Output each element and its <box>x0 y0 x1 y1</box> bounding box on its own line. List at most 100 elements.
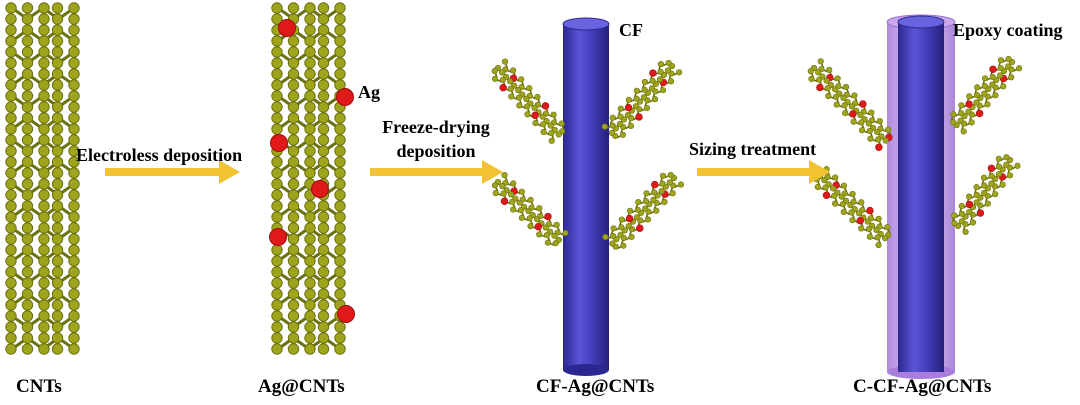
cf-label: CF <box>619 20 643 40</box>
silver-particle <box>859 100 867 108</box>
carbon-atom <box>526 215 533 222</box>
carbon-atom <box>829 185 837 192</box>
carbon-atom <box>38 35 50 47</box>
carbon-atom <box>21 134 34 146</box>
carbon-atom <box>5 156 17 168</box>
carbon-atom <box>951 212 958 219</box>
caption-cnts: CNTs <box>16 376 62 397</box>
carbon-atom <box>68 57 80 69</box>
carbon-atom <box>68 46 80 58</box>
carbon-atom <box>848 209 855 216</box>
carbon-atom <box>287 321 300 333</box>
carbon-atom <box>634 206 641 213</box>
carbon-atom <box>498 69 506 76</box>
carbon-atom <box>317 255 330 267</box>
silver-particle <box>270 134 288 152</box>
carbon-atom <box>608 129 615 137</box>
silver-particle <box>337 305 355 323</box>
carbon-atom <box>287 288 300 300</box>
silver-particle <box>849 110 857 118</box>
carbon-atom <box>617 113 624 120</box>
carbon-atom <box>816 76 823 83</box>
carbon-atom <box>988 180 995 187</box>
carbon-atom <box>510 67 517 74</box>
carbon-atom <box>51 24 64 36</box>
carbon-atom <box>509 198 516 205</box>
carbon-atom <box>317 343 330 355</box>
carbon-atom <box>5 90 17 102</box>
carbon-atom <box>68 321 80 333</box>
carbon-atom <box>287 299 300 311</box>
carbon-atom <box>334 233 346 245</box>
carbon-atom <box>540 128 547 136</box>
carbon-atom <box>317 233 330 245</box>
carbon-atom <box>525 207 532 215</box>
carbon-atom <box>51 156 64 168</box>
carbon-atom <box>551 232 558 239</box>
carbon-atom <box>68 266 80 278</box>
carbon-atom <box>997 57 1005 64</box>
carbon-atom <box>865 225 873 233</box>
caption-cf-ag-cnts: CF-Ag@CNTs <box>536 376 655 397</box>
carbon-atom <box>675 69 683 76</box>
carbon-atom <box>499 76 506 83</box>
carbon-atom <box>625 96 632 103</box>
carbon-atom <box>543 231 551 239</box>
carbon-atom <box>651 96 659 103</box>
carbon-atom <box>287 222 300 234</box>
carbon-atom <box>950 119 957 126</box>
carbon-atom <box>304 233 316 245</box>
carbon-atom <box>51 200 64 212</box>
carbon-atom <box>821 177 828 184</box>
carbon-atom <box>51 343 64 355</box>
carbon-atom <box>334 277 346 289</box>
carbon-atom <box>832 93 840 100</box>
carbon-atom <box>858 225 865 232</box>
carbon-atom <box>334 145 346 157</box>
carbon-atom <box>68 211 80 223</box>
carbon-atom <box>548 129 555 137</box>
carbon-atom <box>518 188 526 195</box>
carbon-atom <box>304 310 316 322</box>
silver-particle <box>965 200 974 209</box>
carbon-atom <box>619 131 627 138</box>
carbon-atom <box>831 86 839 93</box>
carbon-atom <box>271 90 283 102</box>
carbon-atom <box>304 255 316 267</box>
carbon-atom <box>617 105 624 112</box>
carbon-atom <box>516 102 523 109</box>
carbon-atom <box>334 332 346 344</box>
carbon-atom <box>334 222 346 234</box>
carbon-atom <box>317 90 330 102</box>
carbon-atom <box>5 46 17 58</box>
carbon-atom <box>5 2 17 14</box>
carbon-atom <box>21 299 34 311</box>
carbon-atom <box>669 190 676 197</box>
carbon-atom <box>38 321 50 333</box>
carbon-atom <box>317 321 330 333</box>
carbon-atom <box>601 123 608 130</box>
carbon-atom <box>876 118 883 125</box>
carbon-atom <box>38 189 50 201</box>
carbon-atom <box>957 117 964 124</box>
silver-particle <box>866 206 874 215</box>
carbon-atom <box>21 244 34 256</box>
carbon-atom <box>5 343 17 355</box>
carbon-atom <box>966 193 973 200</box>
carbon-atom <box>642 205 649 212</box>
carbon-atom <box>304 24 316 36</box>
carbon-atom <box>334 288 346 300</box>
carbon-atom <box>610 232 617 240</box>
carbon-atom <box>68 123 80 135</box>
silver-particle <box>269 228 287 246</box>
carbon-atom <box>867 135 874 142</box>
carbon-atom <box>842 110 849 117</box>
carbon-atom <box>334 46 346 58</box>
carbon-atom <box>653 207 660 214</box>
carbon-atom <box>317 101 330 113</box>
carbon-atom <box>958 102 965 109</box>
step-electroless-label: Electroless deposition <box>76 145 243 165</box>
carbon-atom <box>857 111 864 119</box>
carbon-atom <box>553 221 560 228</box>
carbon-atom <box>317 266 330 278</box>
